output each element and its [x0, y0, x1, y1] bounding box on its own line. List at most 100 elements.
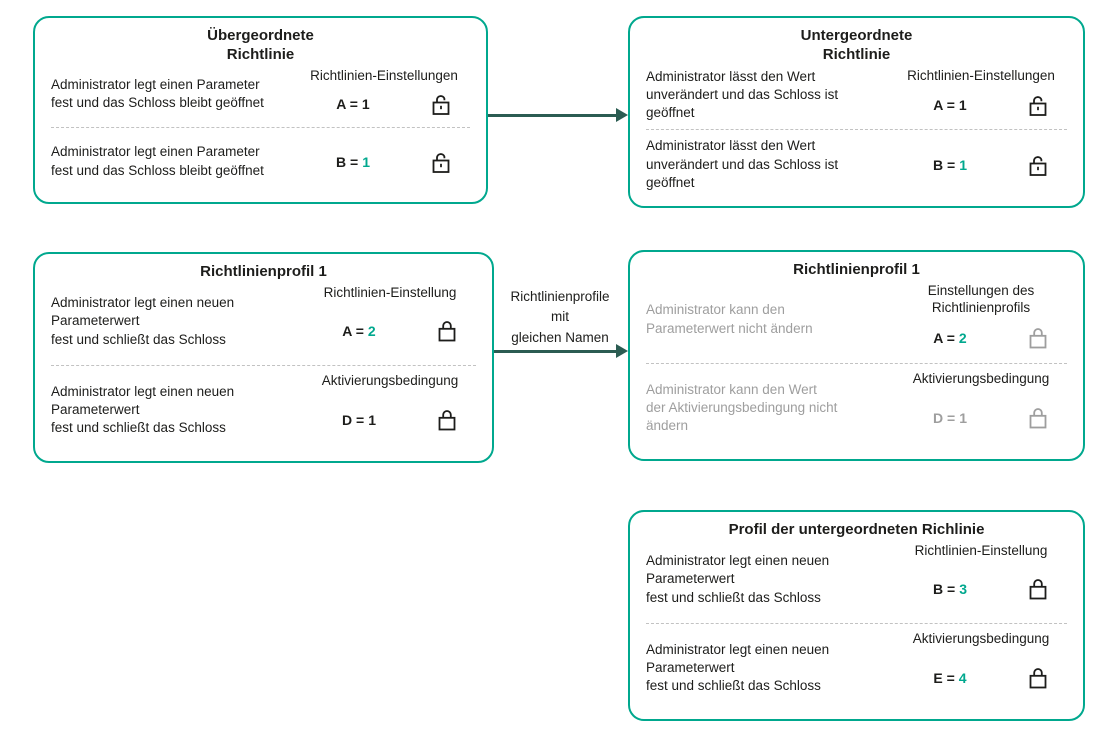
setting-name: A = — [342, 323, 364, 340]
lock-icon — [436, 319, 458, 343]
lock-icon — [1027, 577, 1049, 601]
setting-row: Administrator lässt den Wert unverändert… — [646, 134, 1067, 195]
section-header: Richtlinien-Einstellung — [323, 284, 457, 300]
arrow-line — [488, 113, 616, 117]
profiles-arrow-label: Richtlinienprofile mit gleichen Namen — [510, 289, 610, 345]
setting-row: Administrator legt einen neuen Parameter… — [646, 628, 1067, 708]
setting-value: A = 2 — [304, 323, 414, 339]
lock-icon — [1027, 666, 1049, 690]
arrow-head — [616, 344, 628, 358]
box-title: Richtlinienprofil 1 — [200, 263, 327, 280]
closed-lock-icon — [1029, 668, 1047, 689]
setting-name: B = — [933, 581, 956, 598]
section-header: Aktivierungsbedingung — [912, 631, 1050, 647]
setting-value: D = 1 — [895, 410, 1005, 426]
closed-lock-icon — [438, 321, 456, 342]
lock-icon — [1027, 153, 1049, 177]
setting-row: Administrator lässt den Wert unverändert… — [646, 65, 1067, 126]
open-lock-icon — [432, 94, 450, 115]
setting-row: Administrator kann den Parameterwert nic… — [646, 280, 1067, 360]
parent-to-child-arrow — [488, 107, 628, 123]
open-lock-icon — [432, 152, 450, 173]
box-title: Übergeordnete Richtlinie — [207, 27, 314, 63]
setting-value: B = 3 — [895, 581, 1005, 597]
child-policy-box: Untergeordnete Richtlinie Administrator … — [628, 16, 1085, 208]
section-header: Richtlinien-Einstellung — [914, 542, 1048, 558]
setting-name: B = — [336, 153, 359, 170]
child-policy-profile-1-box: Richtlinienprofil 1 Administrator kann d… — [628, 250, 1085, 461]
row-description: Administrator legt einen Parameter fest … — [51, 76, 264, 110]
lock-icon — [436, 408, 458, 432]
setting-name: D = — [342, 411, 365, 428]
setting-number: 4 — [958, 669, 967, 686]
lock-icon — [1027, 406, 1049, 430]
open-lock-icon — [1029, 155, 1047, 176]
section-header: Richtlinien-Einstellungen — [310, 67, 458, 83]
arrow-line — [494, 349, 616, 353]
setting-value: B = 1 — [895, 157, 1005, 173]
setting-name: B = — [933, 156, 956, 173]
closed-lock-icon — [1029, 408, 1047, 429]
lock-icon — [430, 150, 452, 174]
child-policy-profile-box: Profil der untergeordneten Richlinie Adm… — [628, 510, 1085, 721]
setting-number: 3 — [959, 581, 967, 598]
dashed-divider — [646, 129, 1067, 131]
arrow-head — [616, 108, 628, 122]
setting-row: Administrator legt einen neuen Parameter… — [646, 540, 1067, 620]
setting-number: 1 — [361, 95, 370, 112]
dashed-divider — [51, 365, 476, 367]
box-title: Profil der untergeordneten Richlinie — [728, 521, 985, 538]
setting-number: 1 — [362, 153, 370, 170]
setting-row: Administrator legt einen neuen Parameter… — [51, 282, 476, 362]
lock-icon — [1027, 93, 1049, 117]
setting-number: 2 — [958, 330, 967, 347]
row-description: Administrator lässt den Wert unverändert… — [646, 138, 839, 190]
setting-row: Administrator kann den Wert der Aktivier… — [646, 368, 1067, 448]
setting-value: A = 2 — [895, 330, 1005, 346]
section-header: Aktivierungsbedingung — [912, 371, 1050, 387]
closed-lock-icon — [1029, 579, 1047, 600]
profiles-arrow — [494, 343, 628, 359]
row-description: Administrator legt einen neuen Parameter… — [51, 295, 235, 347]
closed-lock-icon — [438, 410, 456, 431]
closed-lock-icon — [1029, 328, 1047, 349]
dashed-divider — [646, 363, 1067, 365]
setting-value: E = 4 — [895, 670, 1005, 686]
row-description: Administrator legt einen neuen Parameter… — [51, 383, 235, 436]
setting-name: D = — [933, 409, 956, 426]
setting-value: D = 1 — [304, 412, 414, 428]
row-description: Administrator kann den Parameterwert nic… — [646, 302, 813, 336]
setting-number: 1 — [959, 156, 967, 173]
box-title: Untergeordnete Richtlinie — [800, 27, 913, 63]
section-header: Einstellungen des Richtlinienprofils — [927, 282, 1035, 316]
lock-icon — [430, 92, 452, 116]
row-description: Administrator legt einen neuen Parameter… — [646, 641, 830, 694]
setting-value: B = 1 — [298, 154, 408, 170]
dashed-divider — [51, 127, 470, 129]
lock-icon — [1027, 326, 1049, 350]
section-header: Richtlinien-Einstellungen — [907, 67, 1055, 83]
setting-number: 2 — [367, 323, 376, 340]
parent-policy-box: Übergeordnete Richtlinie Administrator l… — [33, 16, 488, 204]
setting-row: Administrator legt einen Parameter fest … — [51, 65, 470, 124]
setting-name: E = — [933, 669, 955, 686]
setting-row: Administrator legt einen neuen Parameter… — [51, 370, 476, 450]
setting-number: 1 — [959, 409, 967, 426]
box-title: Richtlinienprofil 1 — [793, 261, 920, 278]
setting-number: 1 — [958, 96, 967, 113]
dashed-divider — [646, 623, 1067, 625]
setting-row: Administrator legt einen Parameter fest … — [51, 132, 470, 191]
row-description: Administrator lässt den Wert unverändert… — [646, 68, 839, 120]
open-lock-icon — [1029, 95, 1047, 116]
policy-profile-1-box: Richtlinienprofil 1 Administrator legt e… — [33, 252, 494, 463]
row-description: Administrator kann den Wert der Aktivier… — [646, 381, 838, 434]
setting-name: A = — [336, 95, 358, 112]
setting-name: A = — [933, 330, 955, 347]
row-description: Administrator legt einen Parameter fest … — [51, 144, 264, 178]
setting-name: A = — [933, 96, 955, 113]
section-header: Aktivierungsbedingung — [321, 373, 459, 389]
setting-value: A = 1 — [298, 96, 408, 112]
row-description: Administrator legt einen neuen Parameter… — [646, 553, 830, 605]
setting-value: A = 1 — [895, 97, 1005, 113]
